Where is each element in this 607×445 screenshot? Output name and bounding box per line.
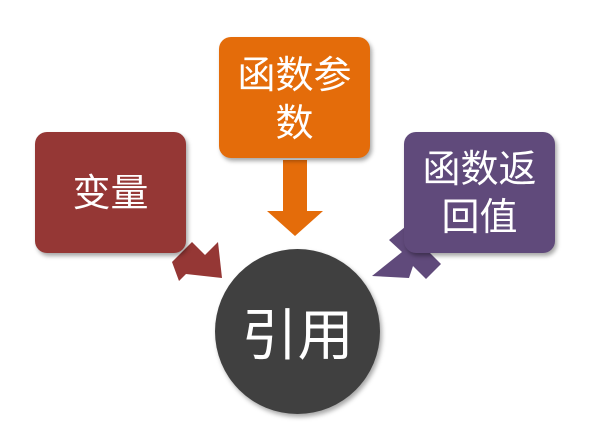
reference-label: 引用	[241, 304, 354, 369]
function-param-node: 函数参 数	[219, 37, 370, 158]
variable-label: 变量	[72, 170, 149, 215]
function-param-label: 函数参 数	[237, 52, 352, 145]
arrow-param-to-reference	[267, 160, 323, 236]
variable-node: 变量	[35, 132, 186, 253]
function-return-label: 函数返 回值	[422, 146, 537, 239]
function-return-node: 函数返 回值	[404, 132, 555, 253]
reference-node: 引用	[215, 249, 380, 414]
